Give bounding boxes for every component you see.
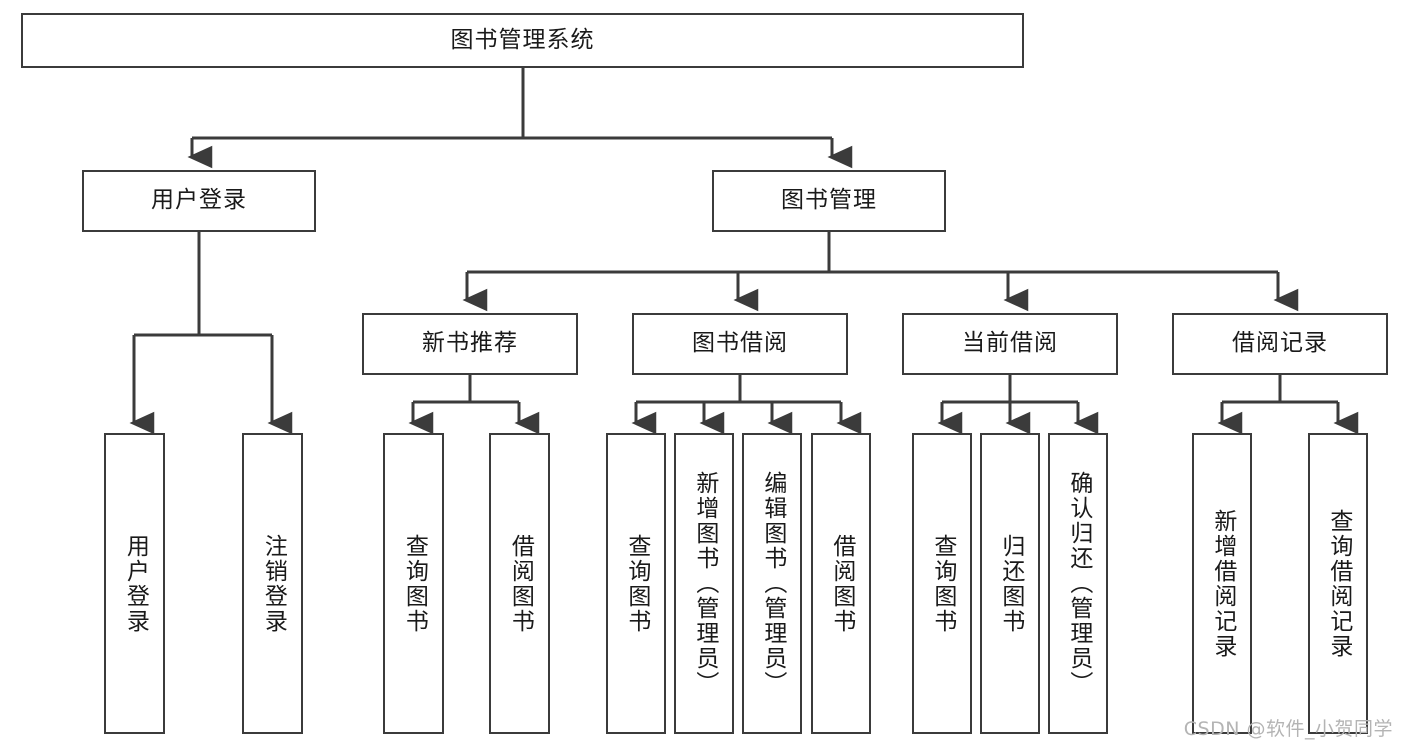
watermark-text: CSDN @软件_小贺同学 — [1183, 718, 1393, 740]
node-leaf-query-book-1-label: 查询图书 — [401, 533, 428, 634]
node-leaf-return-book-label: 归还图书 — [997, 533, 1024, 634]
node-current-borrow-label: 当前借阅 — [962, 330, 1058, 357]
node-leaf-query-book-3[interactable]: 查询图书 — [912, 433, 972, 734]
node-current-borrow[interactable]: 当前借阅 — [902, 313, 1118, 375]
node-leaf-logout-login-label: 注销登录 — [260, 533, 287, 634]
edge-group-book-manage — [462, 232, 1299, 312]
node-leaf-borrow-book-2-label: 借阅图书 — [828, 533, 855, 634]
node-leaf-logout-login[interactable]: 注销登录 — [242, 433, 303, 734]
node-book-manage-label: 图书管理 — [781, 187, 877, 214]
node-borrow-record-label: 借阅记录 — [1232, 330, 1328, 357]
node-leaf-query-book-2-label: 查询图书 — [623, 533, 650, 634]
node-root-label: 图书管理系统 — [450, 26, 595, 53]
node-leaf-add-record-label: 新增借阅记录 — [1209, 508, 1236, 659]
node-borrow-record[interactable]: 借阅记录 — [1172, 313, 1388, 375]
node-leaf-add-book[interactable]: 新增图书（管理员） — [674, 433, 734, 734]
node-root-system[interactable]: 图书管理系统 — [21, 13, 1024, 68]
node-leaf-user-login[interactable]: 用户登录 — [104, 433, 165, 734]
node-leaf-return-book[interactable]: 归还图书 — [980, 433, 1040, 734]
node-leaf-add-record[interactable]: 新增借阅记录 — [1192, 433, 1252, 734]
node-leaf-query-book-2[interactable]: 查询图书 — [606, 433, 666, 734]
node-new-book-recommend[interactable]: 新书推荐 — [362, 313, 578, 375]
node-leaf-edit-book[interactable]: 编辑图书（管理员） — [742, 433, 802, 734]
edge-group-book-borrow — [631, 375, 862, 435]
node-leaf-borrow-book-1-label: 借阅图书 — [507, 533, 534, 634]
node-leaf-borrow-book-2[interactable]: 借阅图书 — [811, 433, 871, 734]
edge-group-borrow-record — [1217, 375, 1359, 435]
node-leaf-borrow-book-1[interactable]: 借阅图书 — [489, 433, 550, 734]
node-leaf-query-book-3-label: 查询图书 — [929, 533, 956, 634]
node-user-login-label: 用户登录 — [151, 187, 247, 214]
node-leaf-query-book-1[interactable]: 查询图书 — [383, 433, 444, 734]
node-new-book-recommend-label: 新书推荐 — [422, 330, 518, 357]
node-leaf-user-login-label: 用户登录 — [122, 533, 149, 634]
node-book-manage[interactable]: 图书管理 — [712, 170, 946, 232]
node-leaf-confirm-return-label: 确认归还（管理员） — [1065, 471, 1092, 696]
node-book-borrow[interactable]: 图书借阅 — [632, 313, 848, 375]
node-leaf-add-book-label: 新增图书（管理员） — [691, 471, 718, 696]
node-leaf-query-record-label: 查询借阅记录 — [1325, 508, 1352, 659]
node-user-login[interactable]: 用户登录 — [82, 170, 316, 232]
edge-group-current-borrow — [937, 375, 1099, 435]
node-leaf-edit-book-label: 编辑图书（管理员） — [759, 471, 786, 696]
node-book-borrow-label: 图书借阅 — [692, 330, 788, 357]
edge-group-user-login — [129, 232, 293, 435]
edge-group-root — [187, 68, 853, 169]
node-leaf-query-record[interactable]: 查询借阅记录 — [1308, 433, 1368, 734]
node-leaf-confirm-return[interactable]: 确认归还（管理员） — [1048, 433, 1108, 734]
edge-group-new-book-recommend — [408, 375, 540, 435]
